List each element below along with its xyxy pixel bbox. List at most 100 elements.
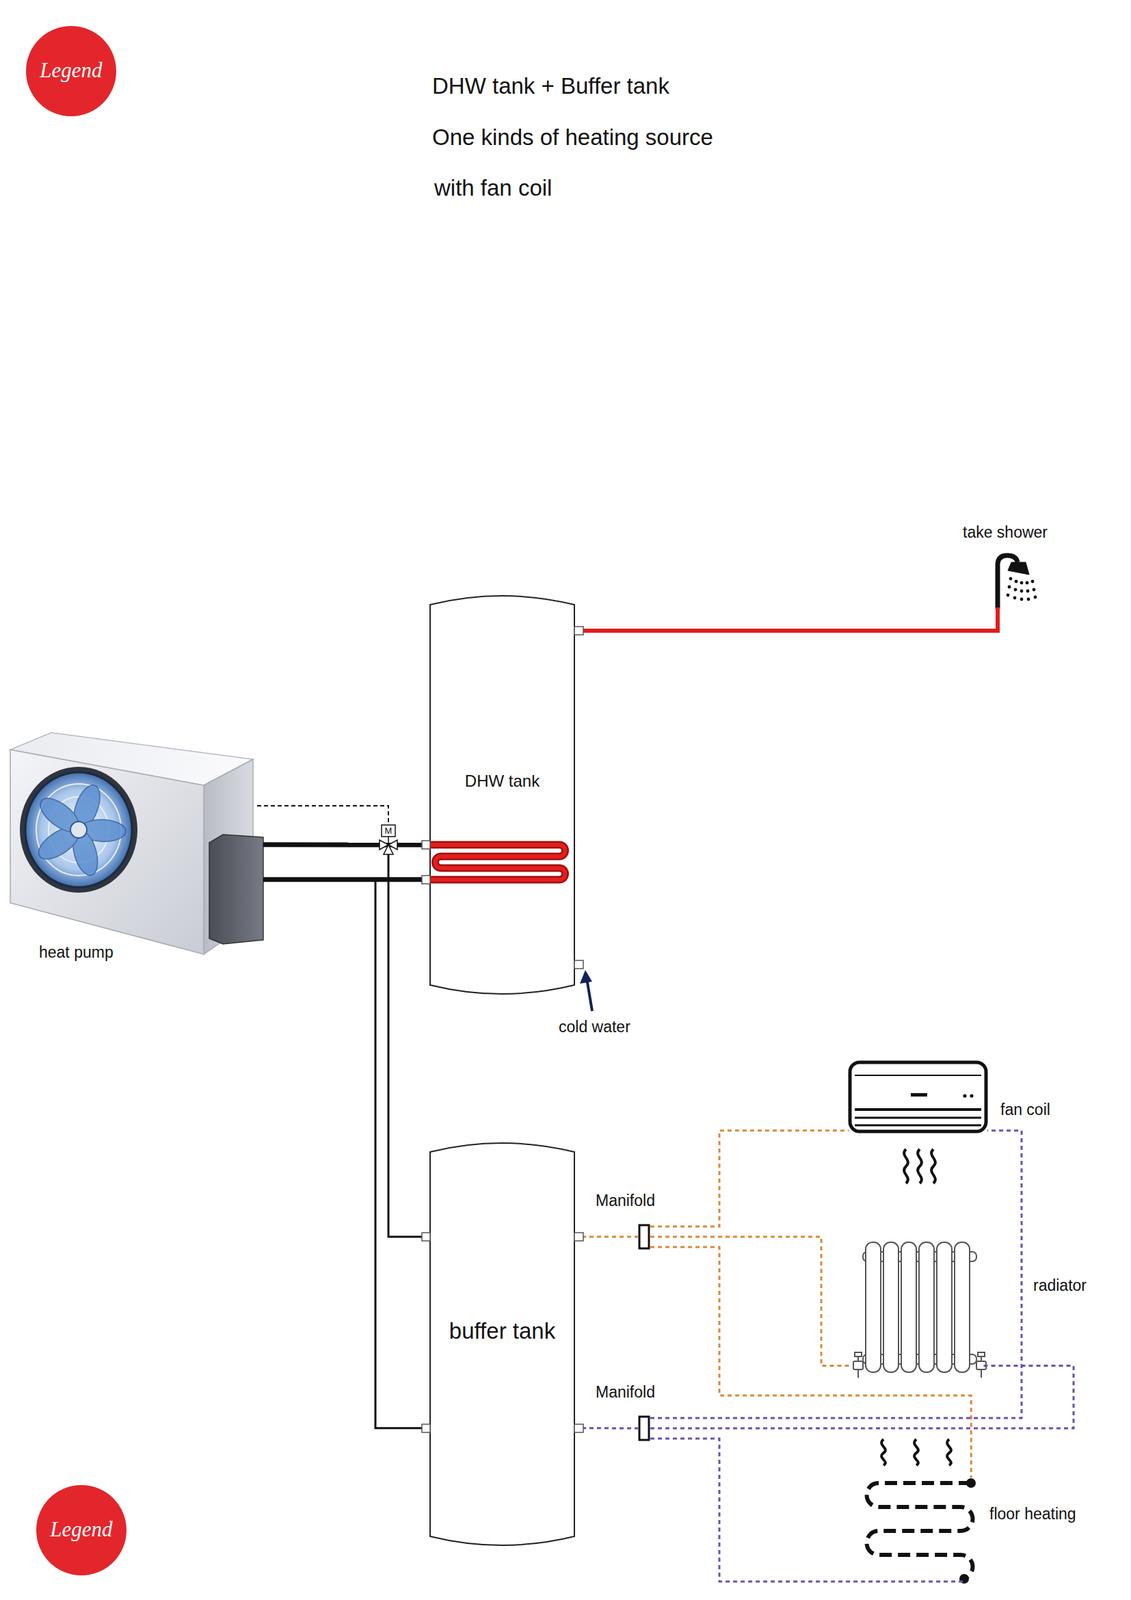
radiator-icon [954, 1241, 970, 1372]
fan-coil-icon [854, 1107, 982, 1111]
shower-icon [1020, 581, 1024, 585]
radiator-icon [857, 1368, 859, 1378]
callout-label: cold water [558, 1017, 631, 1037]
pipe-port [421, 1232, 431, 1241]
heat-pump-illustration [10, 732, 264, 954]
dhw-tank-label: DHW tank [464, 771, 540, 792]
manifold-body [639, 1224, 649, 1440]
dhw-tank: DHW tank [430, 594, 575, 995]
shower-label: take shower [962, 523, 1048, 543]
heating-coil [430, 844, 566, 880]
shower-icon [1013, 596, 1017, 600]
shower-icon [1033, 595, 1038, 600]
warm-air-waves [931, 1148, 936, 1183]
fan-coil-icon [849, 1061, 987, 1131]
dhw-tank-outline [430, 595, 575, 994]
heat-pump-label: heat pump [38, 942, 114, 963]
cold-water-arrow [586, 977, 593, 1011]
floor-heating-coil [867, 1482, 974, 1579]
pipe-connector [650, 1246, 971, 1478]
heat-pump-illustration [70, 821, 87, 838]
buffer-tank-outline [430, 1142, 575, 1545]
radiator-icon [919, 1241, 935, 1372]
fan-coil-icon [854, 1124, 982, 1127]
shower-icon [1027, 597, 1031, 602]
shower-icon [1020, 597, 1024, 602]
shower-icon [997, 555, 1037, 609]
pipe-connector [650, 1438, 965, 1581]
radiator-icon [977, 1351, 985, 1356]
radiator-icon [853, 1360, 863, 1369]
shower-icon [1009, 577, 1013, 581]
pipe-connector [650, 1130, 849, 1227]
shower-icon [1006, 577, 1038, 602]
manifold-label: Manifold [595, 1382, 656, 1402]
buffer-tank: buffer tank [430, 1141, 575, 1546]
warm-air-waves [917, 1148, 922, 1183]
manifold-label: Manifold [595, 1191, 656, 1211]
pipe-port [574, 1423, 584, 1432]
pipe-connector [650, 1365, 1074, 1429]
heat-pump-illustration [33, 781, 127, 878]
radiator-icon [853, 1241, 987, 1378]
shower: take shower [984, 550, 1054, 608]
three-way-valve [381, 824, 396, 837]
heating-coil [430, 844, 566, 880]
heat-pump-illustration [25, 772, 132, 887]
pipe-connector [574, 1235, 638, 1238]
logo [25, 25, 117, 117]
cold-water-arrow [579, 969, 593, 984]
shower-icon [1006, 593, 1010, 597]
floor-heating: floor heating [865, 1477, 975, 1581]
title: DHW tank + Buffer tank [432, 72, 670, 100]
heat-pump-illustration [19, 766, 138, 893]
shower-icon [1020, 589, 1024, 593]
manifold: Manifold [637, 1415, 651, 1441]
fan-coil-icon [969, 1093, 974, 1097]
pipe-port [421, 840, 431, 849]
pipe-connector [650, 1236, 852, 1366]
heating-coil [430, 844, 566, 880]
fan-coil-icon [849, 1061, 987, 1131]
logo-text: Legend [40, 1515, 123, 1542]
pipe-connector [650, 1130, 1022, 1418]
manifold-body [639, 1416, 649, 1440]
fan-coil-label: fan coil [1000, 1100, 1051, 1120]
motor-mark: M [381, 825, 396, 837]
subtitle: with fan coil [434, 174, 552, 202]
shower-icon [1007, 562, 1030, 575]
manifold: Manifold [637, 1223, 651, 1249]
fan-coil-icon [854, 1116, 982, 1119]
control-line [257, 805, 389, 825]
fan-coil-icon [962, 1093, 967, 1097]
buffer-tank-outline [430, 1142, 575, 1545]
three-way-valve [387, 835, 390, 845]
radiator-icon [901, 1241, 917, 1372]
logo [36, 1484, 127, 1575]
pipe-connector [263, 844, 431, 1237]
floor-heating-coil [867, 1477, 977, 1583]
fan-coil-icon [854, 1074, 982, 1076]
cold-water-arrow [579, 969, 593, 1011]
heat-pump-illustration [209, 834, 264, 944]
radiator-label: radiator [1033, 1275, 1087, 1296]
radiator-icon [980, 1368, 982, 1378]
shower-icon [1025, 581, 1030, 585]
radiator-icon [865, 1241, 881, 1372]
pipe-port [574, 1232, 584, 1241]
fan-coil-icon [910, 1092, 928, 1097]
control-line [257, 805, 389, 825]
warm-air-waves [903, 1148, 909, 1183]
floor-heating-coil [966, 1477, 976, 1488]
shower-icon [1032, 588, 1036, 592]
warm-air-waves [914, 1438, 919, 1465]
shower-icon [1014, 579, 1019, 584]
logo-text: Legend [30, 57, 113, 83]
radiator-icon [854, 1351, 862, 1356]
shower-icon [1007, 585, 1012, 589]
heat-pump: heat pump [10, 732, 264, 958]
